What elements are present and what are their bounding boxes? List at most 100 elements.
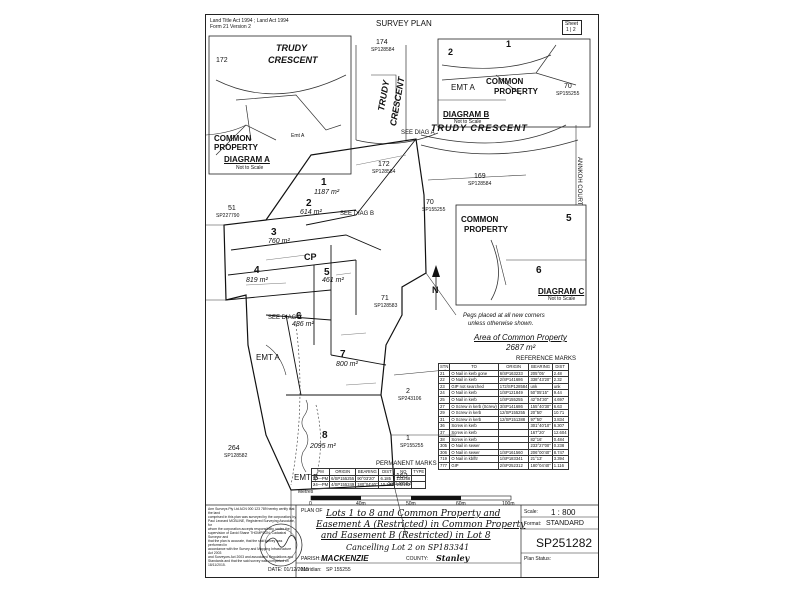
plan-of-line-3: and Easement B (Restricted) in Lot 8 [321,531,491,541]
plan-of-line-4: Cancelling Lot 2 on SP183341 [346,543,470,552]
ref-cell [497,442,530,450]
pm-cell: 90°03'20" [355,474,380,483]
pm-header: BEARING [355,468,380,476]
ref-cell: 4.697 [551,395,569,404]
adj-2: 2 [406,388,410,395]
ref-cell: 9.44 [551,389,569,397]
ref-cell: 6/SP163233 [497,369,530,378]
ref-cell: 38 [437,435,451,444]
ref-cell: 719 [437,455,451,463]
ref-cell: O Nail in kerb [449,376,499,384]
ref-cell: O Nail in sewer [449,448,499,457]
pm-cell: 180°04'40" [355,481,380,489]
adj-172-sp: SP128584 [372,169,396,175]
ref-cell: 777 [437,461,451,470]
ref-cell: 6.63 [551,402,569,411]
cert-line-7: accordance with the Survey and Mapping I… [208,547,292,555]
ref-cell: 31 [437,415,451,424]
diag-b-sp: SP155255 [556,91,580,97]
ref-cell: 2.32 [551,376,569,384]
lot-2-area: 614 m² [300,209,322,216]
emt-a-label: EMT A [256,353,280,362]
ref-cell: 180°04'40" [528,461,553,470]
diag-c-cp2: PROPERTY [464,225,509,234]
north-arrow-icon [432,265,440,310]
pm-cell: 133268 [394,474,413,483]
adj-174-sp: SP128584 [371,47,395,53]
ref-cell: 301°40'10" [528,422,553,430]
scale-tick-3: 60m [456,501,466,507]
pm-header: DIST [378,468,396,476]
plan-status-label: Plan Status: [524,556,551,562]
ref-cell: 167°20' [528,428,553,437]
adj-71-sp: SP128583 [374,303,398,309]
lot-7-area: 800 m² [336,361,358,368]
ref-cell: 2/SP252312 [497,461,530,470]
pm-cell: 24—PM [310,481,331,489]
cert-line-2: comprised in this plan was surveyed by t… [208,515,297,519]
pm-cell [411,474,427,483]
ref-cell: 12/SP151388 [497,415,530,424]
ref-cell: unk [528,382,553,391]
ref-cell: O Nail in kerb [449,389,499,397]
lot-2: 2 [306,198,312,209]
ref-cell: 22 [437,376,451,384]
surveyor-seal [259,523,303,567]
parish-label: PARISH: [301,556,321,562]
ref-cell [497,435,530,444]
ref-cell: 6.307 [551,422,569,430]
diag-b-title: DIAGRAM B [443,110,490,119]
lot-8-area: 2095 m² [310,443,336,450]
plan-of-line-2: Easement A (Restricted) in Common Proper… [316,520,526,530]
see-diag-c: SEE DIAG C [268,315,303,321]
ref-cell: GIP [449,461,499,470]
ref-cell: 305 [437,442,451,450]
adj-2-sp: SP243106 [398,396,422,402]
pm-cell: 6.185 [378,474,396,483]
lot-7: 7 [340,349,346,360]
pm-header: NO [394,468,413,476]
ref-header: TO [449,363,499,371]
area-cp-value: 2687 m² [506,343,536,352]
cert-line-3: Paul Leonard MCBLINE, Registered Surveyi… [208,519,295,527]
diag-b-lot2: 2 [448,47,454,57]
cert-line-1: Arm Surveys Pty Ltd ACN 000 123 789 here… [208,507,295,515]
see-diag-a: SEE DIAG A [401,130,435,136]
adj-51: 51 [228,205,236,212]
sheet-box: Sheet 1 | 2 [562,20,582,35]
adj-70: 70 [426,199,434,206]
pm-cell: 4/SP155249 [329,481,357,489]
ref-cell: Screw in kerb [449,428,499,437]
ref-cell: 29 [437,409,451,417]
scale-bar [310,495,512,501]
ref-cell: O Screw in kerb [449,415,499,424]
ref-cell: 42°04'30" [528,395,553,404]
pm-cell [411,481,427,489]
ref-cell: 0.238 [551,442,569,450]
survey-linework [206,35,598,577]
ref-cell: 10.71 [551,409,569,417]
diag-a-emt: Emt A [291,133,305,139]
lot-4: 4 [254,265,260,276]
diag-c-lot5: 5 [566,213,572,224]
adj-1: 1 [406,435,410,442]
ref-cell: O Screw in kerb [449,409,499,417]
scale-tick-0: 0 [309,501,312,507]
adj-51-sp: SP227790 [216,213,240,219]
ref-cell: 3.834 [551,415,569,424]
cert-line-6: that the plan is accurate, that the said… [208,539,283,547]
plan-of-line-1: Lots 1 to 8 and Common Property and [326,509,501,519]
ref-cell: 24 [437,389,451,397]
ref-header: STN [437,363,451,371]
ref-cell: O Nail in sewer [449,442,499,450]
ref-header: BEARING [528,363,553,371]
pm-cell: 20—PM [310,474,331,483]
